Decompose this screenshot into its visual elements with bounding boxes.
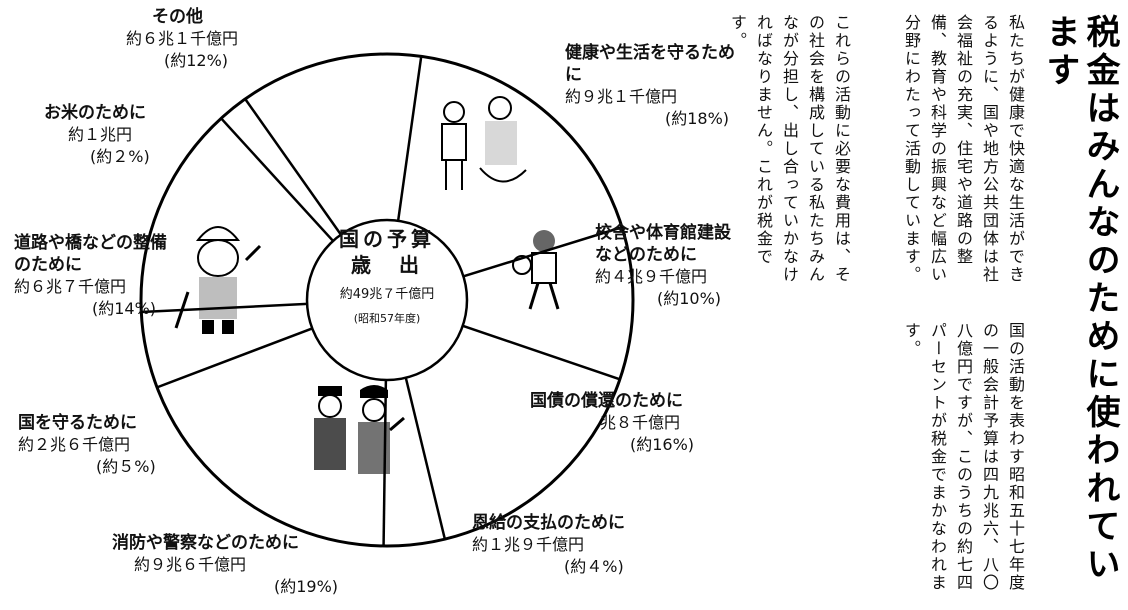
- slice-percent: (約18%): [665, 109, 730, 128]
- center-title: 国の予算: [339, 227, 435, 251]
- paragraph-2: これらの活動に必要な費用は、その社会を構成している私たちみんなが分担し、出し合っ…: [728, 14, 851, 284]
- slice-title: 道路や橋などの整備のために: [14, 233, 167, 275]
- pie-slice-divider: [244, 98, 342, 236]
- slice-label-health: 健康や生活を守るために 約９兆１千億円 (約18%): [565, 42, 745, 130]
- slice-amount: 約６兆１千億円: [126, 29, 239, 48]
- slice-label-roads: 道路や橋などの整備のために 約６兆７千億円 (約14%): [14, 232, 174, 320]
- page-heading: 税金はみんなのために使われています: [1040, 14, 1120, 584]
- slice-amount: 約９兆６千億円: [134, 555, 247, 574]
- pie-slice-divider: [396, 56, 423, 221]
- slice-amount: 約２兆６千億円: [18, 435, 131, 454]
- budget-pie-chart: [139, 52, 635, 548]
- slice-percent: (約16%): [630, 435, 695, 454]
- slice-amount: 約１兆円: [68, 125, 133, 144]
- slice-amount: 約１兆９千億円: [472, 535, 585, 554]
- slice-amount: 約９兆１千億円: [565, 87, 678, 106]
- slice-percent: (約２%): [90, 147, 150, 166]
- slice-title: 校舎や体育館建設などのために: [595, 223, 731, 265]
- pie-slice-divider: [404, 377, 447, 540]
- slice-percent: (約４%): [564, 557, 624, 576]
- slice-title: 健康や生活を守るために: [565, 43, 735, 85]
- pie-center-circle: [305, 218, 469, 382]
- center-year: (昭和57年度): [353, 312, 421, 325]
- pie-outline: [139, 52, 635, 548]
- slice-percent: (約14%): [92, 299, 157, 318]
- slice-percent: (約19%): [274, 577, 339, 596]
- slice-label-debt: 国債の償還のために 兆８千億円 (約16%): [530, 390, 694, 456]
- slice-amount: 兆８千億円: [600, 413, 681, 432]
- pie-slice-divider: [462, 324, 621, 381]
- slice-title: 消防や警察などのために: [112, 533, 299, 553]
- slice-label-other: その他 約６兆１千億円 (約12%): [126, 6, 238, 72]
- police-firefighter-illustration: [314, 385, 405, 474]
- doctor-patient-illustration: [441, 96, 527, 190]
- slice-title: お米のために: [44, 103, 146, 123]
- slice-label-rice: お米のために 約１兆円 (約２%): [44, 102, 150, 168]
- worker-illustration: [174, 226, 262, 334]
- slice-label-pension: 恩給の支払のために 約１兆９千億円 (約４%): [472, 512, 625, 578]
- center-subtitle: 歳 出: [351, 253, 423, 277]
- paragraph-1: 私たちが健康で快適な生活ができるように、国や地方公共団体は社会福祉の充実、住宅や…: [902, 14, 1025, 284]
- slice-amount: 約４兆９千億円: [595, 267, 708, 286]
- pie-slice-divider: [220, 117, 334, 242]
- slice-label-police: 消防や警察などのために 約９兆６千億円 (約19%): [112, 532, 338, 598]
- slice-label-defense: 国を守るために 約２兆６千億円 (約５%): [18, 412, 156, 478]
- slice-title: 国を守るために: [18, 413, 137, 433]
- slice-label-school: 校舎や体育館建設などのために 約４兆９千億円 (約10%): [595, 222, 745, 310]
- slice-percent: (約10%): [657, 289, 722, 308]
- sports-boy-illustration: [512, 230, 560, 310]
- slice-percent: (約５%): [96, 457, 156, 476]
- pie-slice-divider: [156, 327, 313, 389]
- slice-percent: (約12%): [164, 51, 229, 70]
- slice-amount: 約６兆７千億円: [14, 277, 127, 296]
- center-total: 約49兆７千億円: [339, 287, 435, 302]
- center-label: 国の予算 歳 出 約49兆７千億円 (昭和57年度): [312, 228, 462, 330]
- paragraph-3: 国の活動を表わす昭和五十七年度の一般会計予算は四九兆六、八〇八億円ですが、このう…: [902, 322, 1025, 592]
- pie-slice-divider: [141, 302, 308, 314]
- pie-dividers: [141, 56, 623, 546]
- slice-title: 国債の償還のために: [530, 391, 683, 411]
- slice-title: 恩給の支払のために: [472, 513, 625, 533]
- slice-title: その他: [152, 7, 203, 27]
